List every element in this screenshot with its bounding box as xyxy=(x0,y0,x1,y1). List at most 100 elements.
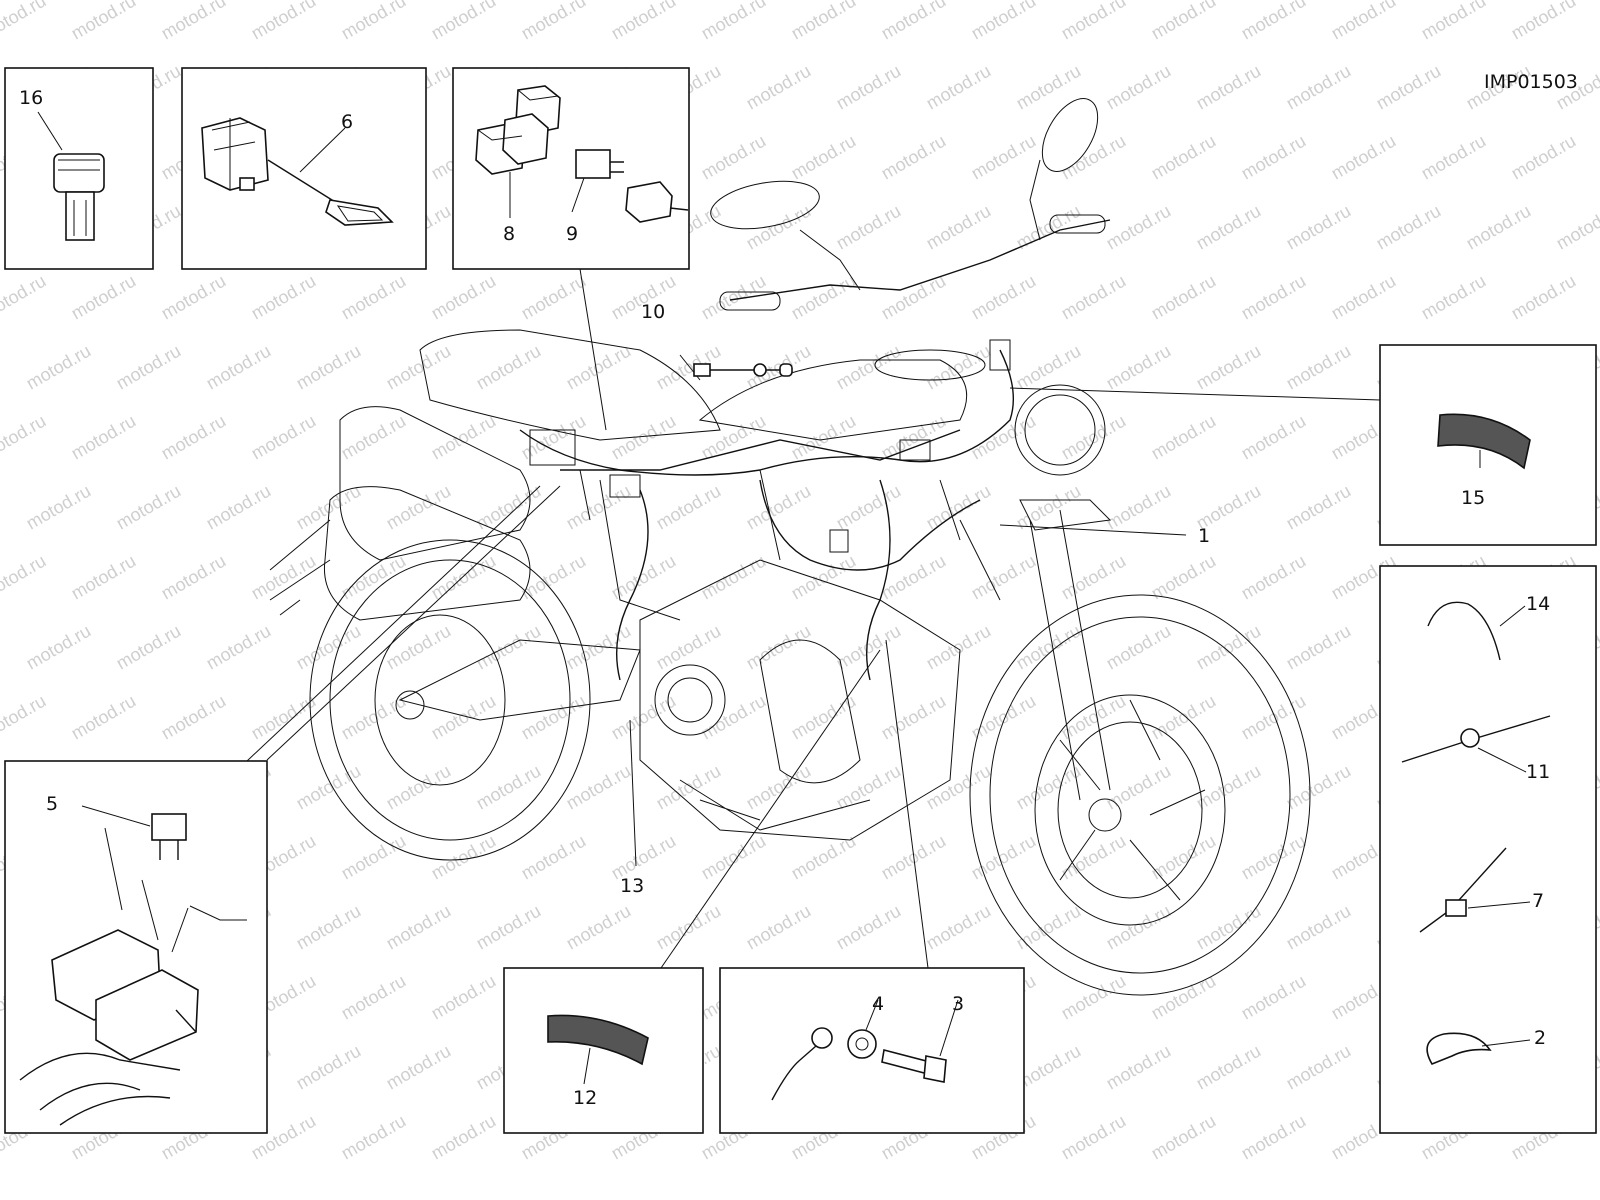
corrugated-sleeve-15 xyxy=(1437,413,1531,470)
tie-clip-11 xyxy=(1401,715,1551,763)
watermark: motod.ru xyxy=(158,411,230,464)
watermark: motod.ru xyxy=(833,901,905,954)
watermark: motod.ru xyxy=(1103,201,1175,254)
watermark: motod.ru xyxy=(968,271,1040,324)
watermark: motod.ru xyxy=(428,971,500,1024)
watermark: motod.ru xyxy=(1238,271,1310,324)
watermark: motod.ru xyxy=(383,1041,455,1094)
callout-7: 7 xyxy=(1532,890,1544,912)
watermark: motod.ru xyxy=(158,0,230,43)
watermark: motod.ru xyxy=(788,131,860,184)
watermark: motod.ru xyxy=(968,551,1040,604)
watermark: motod.ru xyxy=(1058,0,1130,43)
watermark: motod.ru xyxy=(1193,61,1265,114)
watermark: motod.ru xyxy=(518,411,590,464)
watermark: motod.ru xyxy=(1508,0,1580,43)
motorcycle-drawing xyxy=(269,98,1311,996)
callout-6: 6 xyxy=(341,111,353,133)
rear-wheel xyxy=(309,539,591,861)
inset-box-6: 6 xyxy=(181,67,427,270)
watermark: motod.ru xyxy=(1283,341,1355,394)
callout-12: 12 xyxy=(573,1087,597,1109)
watermark: motod.ru xyxy=(1013,761,1085,814)
sensor-10 xyxy=(693,363,793,377)
callout-15: 15 xyxy=(1461,487,1485,509)
watermark: motod.ru xyxy=(653,901,725,954)
watermark: motod.ru xyxy=(473,621,545,674)
watermark: motod.ru xyxy=(878,131,950,184)
watermark: motod.ru xyxy=(1553,201,1600,254)
callout-4: 4 xyxy=(872,993,884,1015)
watermark: motod.ru xyxy=(698,831,770,884)
inset-box-fasteners: 14 11 7 2 xyxy=(1379,565,1597,1134)
watermark: motod.ru xyxy=(653,341,725,394)
callout-2: 2 xyxy=(1534,1027,1546,1049)
watermark: motod.ru xyxy=(383,341,455,394)
watermark: motod.ru xyxy=(0,271,49,324)
watermark: motod.ru xyxy=(878,0,950,43)
inset-box-5: 5 xyxy=(4,760,268,1134)
watermark: motod.ru xyxy=(428,0,500,43)
watermark: motod.ru xyxy=(698,411,770,464)
watermark: motod.ru xyxy=(878,271,950,324)
watermark: motod.ru xyxy=(338,1111,410,1164)
watermark: motod.ru xyxy=(1013,901,1085,954)
callout-11: 11 xyxy=(1526,761,1550,783)
watermark: motod.ru xyxy=(788,831,860,884)
watermark: motod.ru xyxy=(743,481,815,534)
front-wheel xyxy=(969,594,1311,996)
watermark: motod.ru xyxy=(113,341,185,394)
watermark: motod.ru xyxy=(293,621,365,674)
watermark: motod.ru xyxy=(1193,761,1265,814)
watermark: motod.ru xyxy=(743,761,815,814)
watermark: motod.ru xyxy=(788,411,860,464)
watermark: motod.ru xyxy=(788,691,860,744)
watermark: motod.ru xyxy=(1193,341,1265,394)
watermark: motod.ru xyxy=(833,481,905,534)
watermark: motod.ru xyxy=(563,761,635,814)
watermark: motod.ru xyxy=(203,341,275,394)
watermark: motod.ru xyxy=(1328,0,1400,43)
watermark: motod.ru xyxy=(68,411,140,464)
watermark: motod.ru xyxy=(923,901,995,954)
callout-13: 13 xyxy=(620,875,644,897)
watermark: motod.ru xyxy=(248,271,320,324)
watermark: motod.ru xyxy=(968,691,1040,744)
watermark: motod.ru xyxy=(923,481,995,534)
watermark: motod.ru xyxy=(0,0,49,43)
watermark: motod.ru xyxy=(1508,131,1580,184)
watermark: motod.ru xyxy=(1058,131,1130,184)
watermark: motod.ru xyxy=(698,271,770,324)
corrugated-sleeve-12 xyxy=(547,1014,649,1066)
watermark: motod.ru xyxy=(1058,971,1130,1024)
fuse-5 xyxy=(151,813,187,860)
watermark: motod.ru xyxy=(203,621,275,674)
watermark: motod.ru xyxy=(1193,1041,1265,1094)
watermark: motod.ru xyxy=(653,761,725,814)
watermark: motod.ru xyxy=(833,341,905,394)
watermark: motod.ru xyxy=(743,341,815,394)
watermark: motod.ru xyxy=(158,551,230,604)
watermark: motod.ru xyxy=(1148,1111,1220,1164)
relay-8 xyxy=(475,85,561,175)
watermark: motod.ru xyxy=(248,0,320,43)
watermark: motod.ru xyxy=(1283,481,1355,534)
watermark: motod.ru xyxy=(23,481,95,534)
watermark: motod.ru xyxy=(0,551,49,604)
watermark: motod.ru xyxy=(563,621,635,674)
watermark: motod.ru xyxy=(518,0,590,43)
watermark: motod.ru xyxy=(1238,551,1310,604)
watermark: motod.ru xyxy=(563,901,635,954)
watermark: motod.ru xyxy=(383,761,455,814)
watermark: motod.ru xyxy=(1193,621,1265,674)
watermark: motod.ru xyxy=(68,271,140,324)
watermark: motod.ru xyxy=(518,831,590,884)
watermark: motod.ru xyxy=(1103,61,1175,114)
watermark: motod.ru xyxy=(473,481,545,534)
watermark: motod.ru xyxy=(338,551,410,604)
watermark: motod.ru xyxy=(1418,271,1490,324)
watermark: motod.ru xyxy=(1508,271,1580,324)
watermark: motod.ru xyxy=(338,271,410,324)
inset-box-15: 15 xyxy=(1379,344,1597,546)
